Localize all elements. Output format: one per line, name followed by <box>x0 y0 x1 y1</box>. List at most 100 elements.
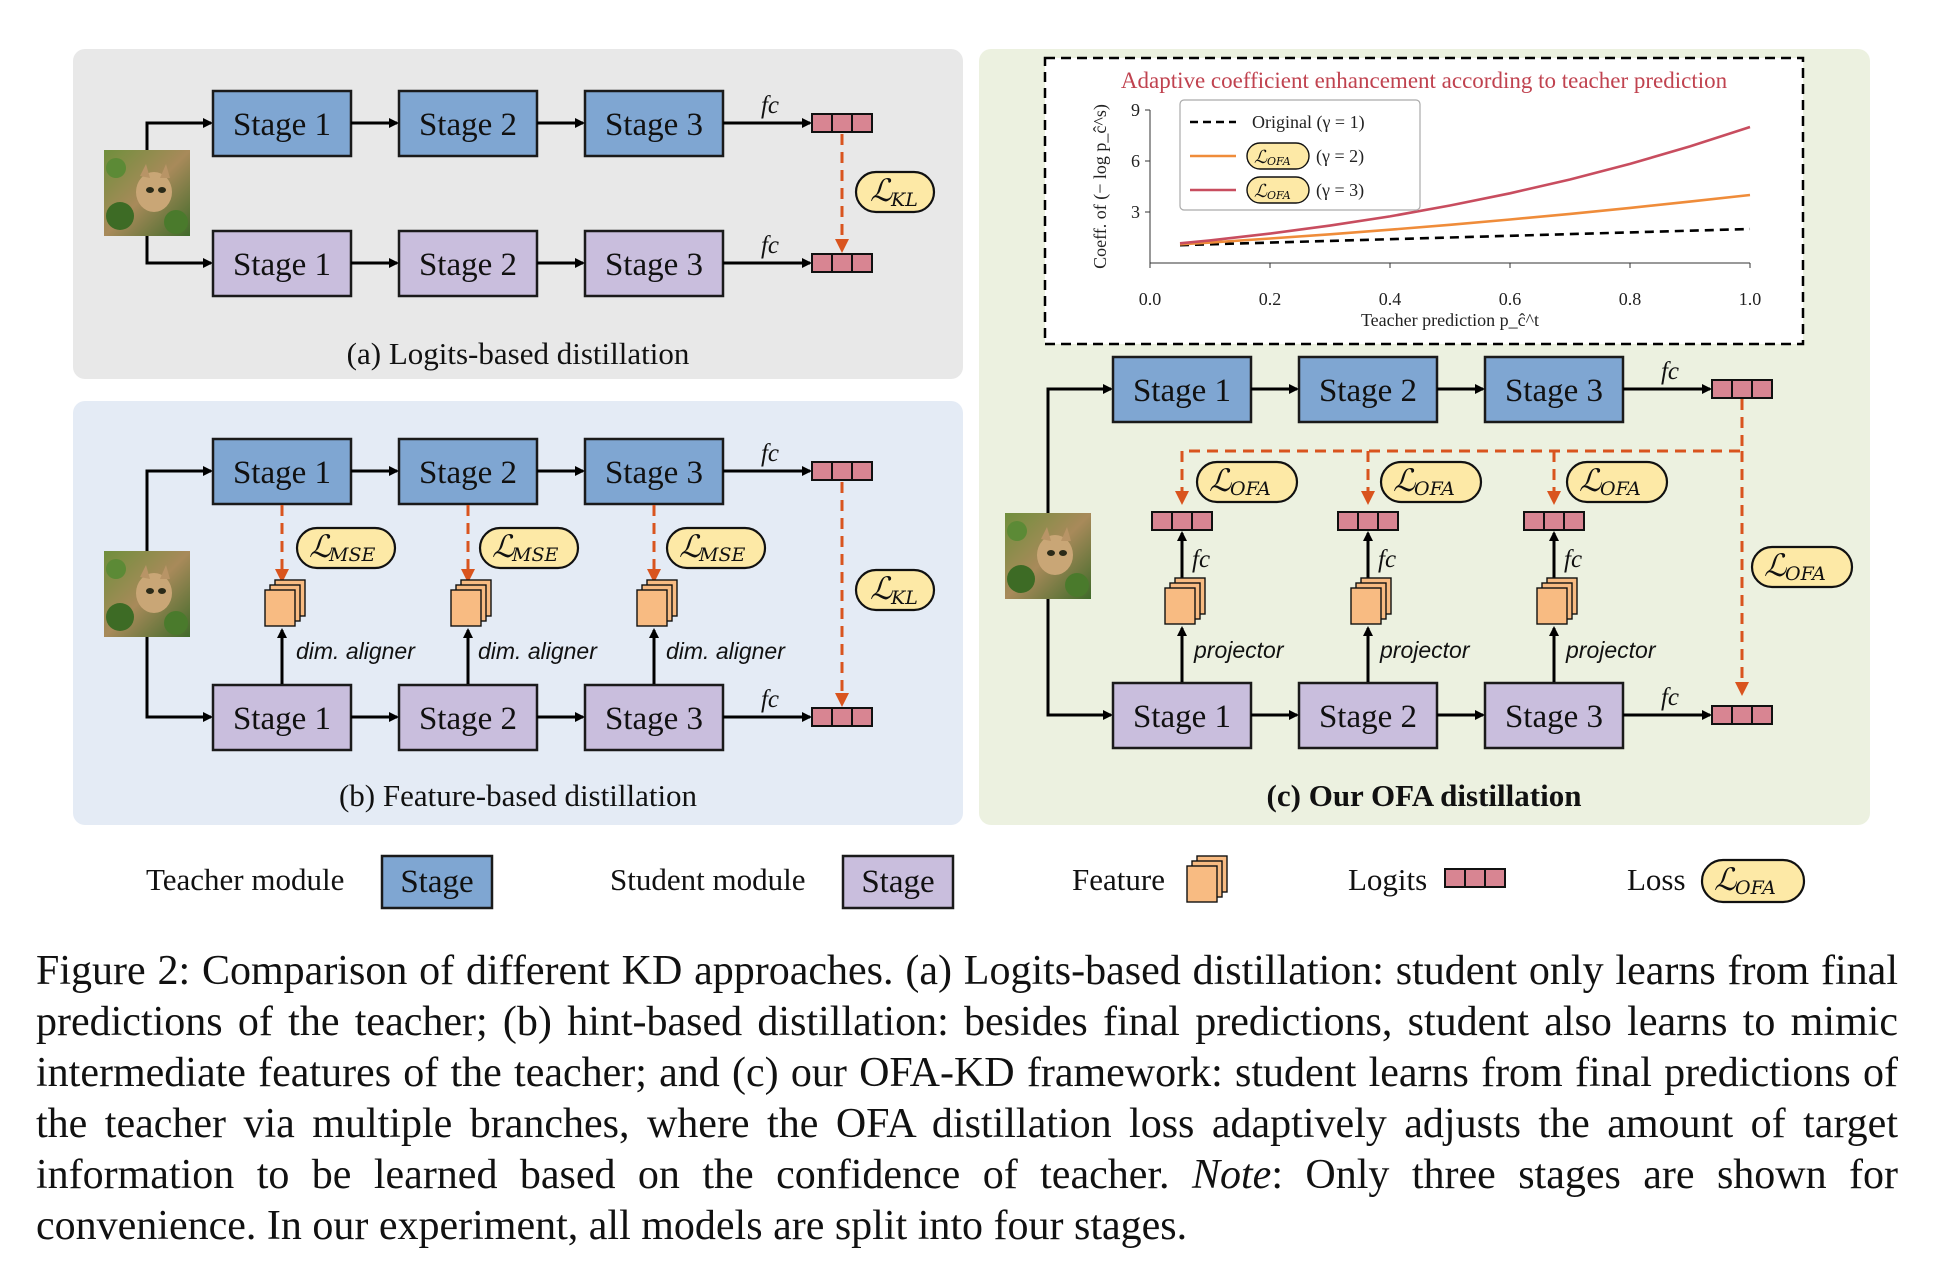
stage-label: Stage 3 <box>1505 373 1603 409</box>
loss-kl-badge: ℒ KL <box>854 568 936 612</box>
projector-label: projector <box>1193 637 1285 663</box>
student-stage-1 <box>1111 681 1253 750</box>
input-image <box>104 551 190 637</box>
stage-label: Stage 1 <box>1133 699 1231 735</box>
loss-ofa-badge <box>1565 460 1669 504</box>
aligner-label: dim. aligner <box>666 638 786 664</box>
panel-a: Stage 1 Stage 2 Stage 3 fc Stage 1 Stage… <box>104 89 936 371</box>
stage-label: Stage 2 <box>419 701 517 737</box>
legend-loss-label: Loss <box>1627 862 1686 897</box>
teacher-logits <box>811 113 873 133</box>
figure-caption: Figure 2: Comparison of different KD app… <box>36 946 1898 1252</box>
stage-label: Stage 3 <box>605 247 703 283</box>
student-stage-3 <box>1483 681 1625 750</box>
fc-label: fc <box>1661 358 1679 385</box>
legend-stage-text: Stage <box>861 864 934 900</box>
projector-label: projector <box>1565 637 1657 663</box>
x-tick-label: 0.8 <box>1619 289 1642 309</box>
caption-note-label: Note <box>1191 1152 1272 1198</box>
legend-student-swatch <box>841 854 955 910</box>
fc-label: fc <box>1564 546 1582 573</box>
stage-label: Stage 2 <box>419 247 517 283</box>
stage-label: Stage 2 <box>419 455 517 491</box>
loss-kl-badge: ℒ KL <box>854 170 936 214</box>
fc-label: fc <box>1661 684 1679 711</box>
stage-label: Stage 3 <box>605 455 703 491</box>
teacher-stage-1 <box>211 89 353 158</box>
input-image <box>1005 513 1091 599</box>
legend-loss-badge <box>1246 142 1310 170</box>
feature-branch-1: dim. aligner ℒ MSE <box>264 505 416 684</box>
student-logits <box>811 253 873 273</box>
branch-logits <box>1337 511 1399 531</box>
inset-chart-title: Adaptive coefficient enhancement accordi… <box>1121 68 1728 93</box>
y-tick-label: 3 <box>1131 202 1140 222</box>
fc-label: fc <box>761 686 779 713</box>
branch-logits <box>1523 511 1585 531</box>
panel-b-title: (b) Feature-based distillation <box>339 778 698 813</box>
fc-label: fc <box>761 232 779 259</box>
loss-mse-badge <box>665 526 767 570</box>
caption-note-text: : Only three stages are shown for conven… <box>36 1152 1899 1249</box>
feature-icon <box>636 579 678 627</box>
legend-loss-subscript: OFA <box>1267 189 1291 202</box>
loss-ofa-subscript: OFA <box>1230 478 1271 500</box>
x-tick-label: 0.2 <box>1259 289 1282 309</box>
stage-label: Stage 3 <box>605 107 703 143</box>
student-logits <box>811 707 873 727</box>
fc-label: fc <box>1378 546 1396 573</box>
svg-text:ℒ: ℒ <box>870 173 893 209</box>
feature-branch-3: dim. aligner ℒ MSE <box>636 505 786 684</box>
loss-mse-badge <box>295 526 397 570</box>
student-stage-3 <box>583 683 725 752</box>
legend-loss-badge <box>1700 858 1806 904</box>
loss-mse-badge <box>478 526 580 570</box>
legend-label-3: (γ = 3) <box>1316 180 1364 201</box>
panel-b: Stage 1 Stage 2 Stage 3 fc Stage 1 Stage… <box>104 437 936 813</box>
kd-comparison-figure: Stage 1 Stage 2 Stage 3 fc Stage 1 Stage… <box>73 49 1870 910</box>
ofa-branch-3: fc projector ℒ OFA <box>1523 451 1669 682</box>
x-axis-label: Teacher prediction p_ĉ^t <box>1361 310 1539 330</box>
legend-logits-icon <box>1444 868 1506 888</box>
series-line-1 <box>1179 227 1751 247</box>
student-stage-2 <box>1297 681 1439 750</box>
stage-label: Stage 1 <box>233 107 331 143</box>
loss-mse-subscript: MSE <box>698 544 745 566</box>
stage-label: Stage 1 <box>233 455 331 491</box>
loss-ofa-badge <box>1379 460 1483 504</box>
inset-chart-frame <box>1043 56 1805 346</box>
feature-icon <box>264 579 306 627</box>
teacher-stage-1 <box>211 437 353 506</box>
legend-feature-icon <box>1186 855 1228 903</box>
fc-label: fc <box>1192 546 1210 573</box>
panel-c-title: (c) Our OFA distillation <box>1267 778 1582 813</box>
y-tick-label: 9 <box>1131 100 1140 120</box>
svg-text:ℒ: ℒ <box>1579 463 1602 499</box>
legend-loss-symbol: ℒ <box>1254 181 1268 202</box>
teacher-logits <box>811 461 873 481</box>
svg-text:ℒ: ℒ <box>1209 463 1232 499</box>
svg-text:KL: KL <box>890 587 918 609</box>
loss-ofa-subscript: OFA <box>1600 478 1641 500</box>
panel-c: Adaptive coefficient enhancement accordi… <box>1005 56 1854 813</box>
student-logits <box>1711 705 1773 725</box>
svg-text:ℒ: ℒ <box>1393 463 1416 499</box>
teacher-stage-2 <box>397 89 539 158</box>
svg-text:OFA: OFA <box>1785 563 1826 585</box>
student-stage-2 <box>397 683 539 752</box>
legend-loss-badge <box>1246 176 1310 204</box>
legend-stage-text: Stage <box>400 864 473 900</box>
teacher-stage-3 <box>1483 355 1625 424</box>
feature-icon <box>450 579 492 627</box>
legend-teacher-label: Teacher module <box>146 862 344 897</box>
x-tick-label: 0.0 <box>1139 289 1162 309</box>
x-tick-label: 0.4 <box>1379 289 1402 309</box>
feature-branch-2: dim. aligner ℒ MSE <box>450 505 598 684</box>
panel-a-title: (a) Logits-based distillation <box>347 336 690 371</box>
y-tick-label: 6 <box>1131 151 1140 171</box>
aligner-label: dim. aligner <box>478 638 598 664</box>
teacher-stage-3 <box>583 437 725 506</box>
svg-text:ℒ: ℒ <box>309 529 332 565</box>
loss-ofa-subscript: OFA <box>1414 478 1455 500</box>
